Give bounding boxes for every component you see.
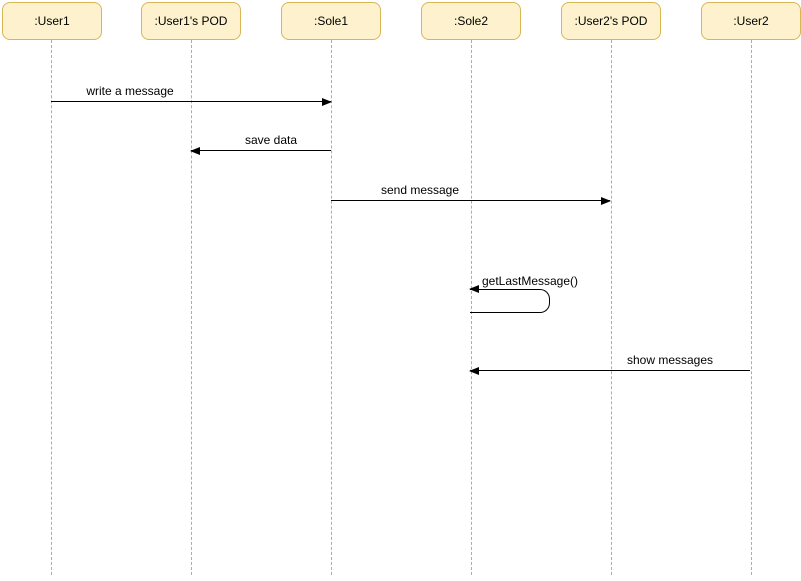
lifeline-user1-pod xyxy=(191,40,192,575)
participant-label-user2-pod: :User2's POD xyxy=(574,14,648,28)
participant-box-user2-pod[interactable]: :User2's POD xyxy=(561,2,661,40)
message-label-send-message: send message xyxy=(380,183,460,197)
participant-box-user1[interactable]: :User1 xyxy=(2,2,102,40)
message-show-messages[interactable] xyxy=(469,366,750,375)
self-message-get-last-message[interactable] xyxy=(470,289,550,313)
message-label-get-last-message: getLastMessage() xyxy=(481,274,579,288)
arrowhead-right-icon xyxy=(322,97,332,106)
message-label-show-messages: show messages xyxy=(626,353,714,367)
arrowhead-left-icon xyxy=(469,284,479,293)
message-write-a-message[interactable] xyxy=(51,97,332,106)
lifeline-sole1 xyxy=(331,40,332,575)
participant-box-sole2[interactable]: :Sole2 xyxy=(421,2,521,40)
message-label-write-a-message: write a message xyxy=(86,84,174,98)
participant-label-user2: :User2 xyxy=(733,14,769,28)
arrowhead-left-icon xyxy=(469,366,479,375)
arrowhead-left-icon xyxy=(190,146,200,155)
arrowhead-right-icon xyxy=(601,196,611,205)
participant-label-sole1: :Sole1 xyxy=(313,14,349,28)
message-label-save-data: save data xyxy=(244,133,298,147)
participant-box-user1-pod[interactable]: :User1's POD xyxy=(141,2,241,40)
participant-label-sole2: :Sole2 xyxy=(453,14,489,28)
participant-label-user1-pod: :User1's POD xyxy=(154,14,228,28)
participant-label-user1: :User1 xyxy=(34,14,70,28)
lifeline-user2 xyxy=(751,40,752,575)
participant-box-sole1[interactable]: :Sole1 xyxy=(281,2,381,40)
message-save-data[interactable] xyxy=(190,146,331,155)
lifeline-user2-pod xyxy=(611,40,612,575)
participant-box-user2[interactable]: :User2 xyxy=(701,2,801,40)
lifeline-user1 xyxy=(51,40,52,575)
message-send-message[interactable] xyxy=(331,196,611,205)
